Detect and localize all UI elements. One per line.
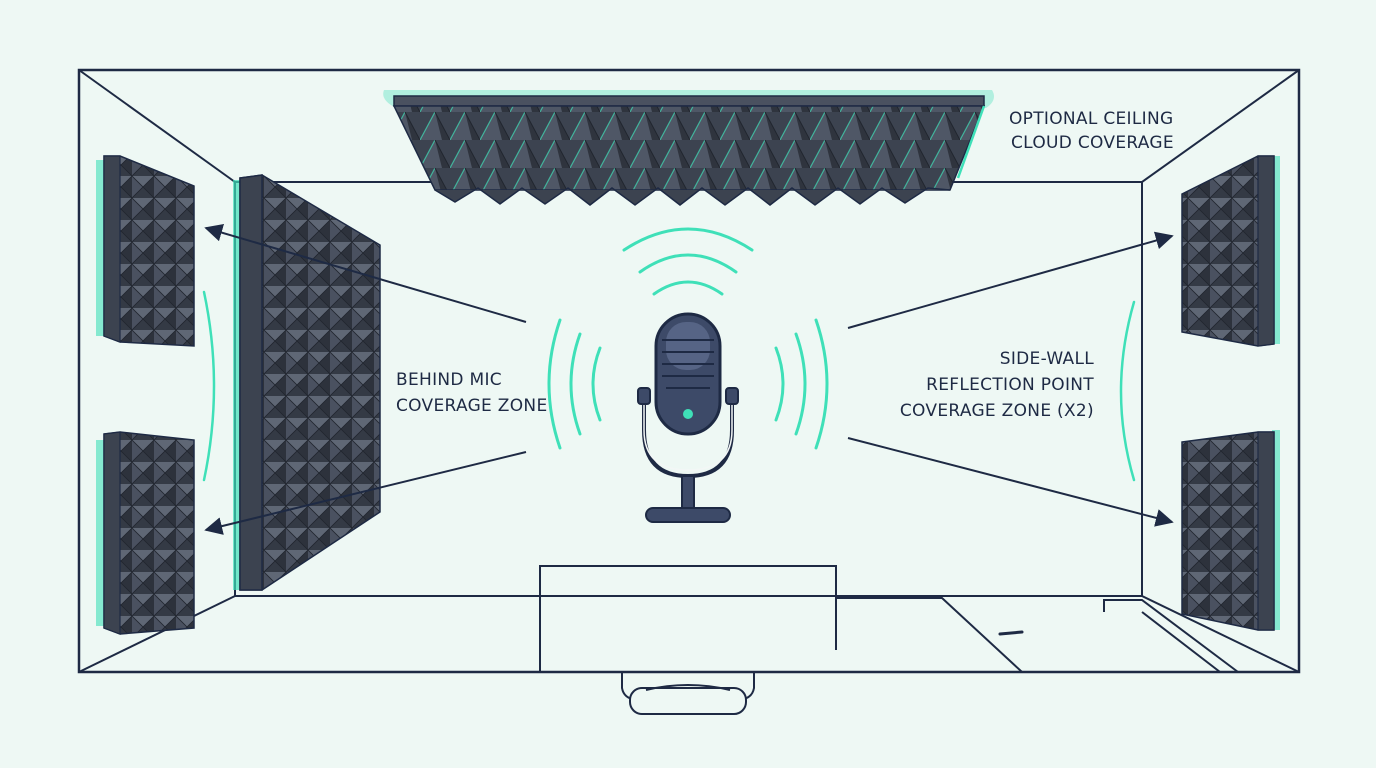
side-table-edge — [1141, 611, 1221, 673]
floor-edge-right — [1141, 595, 1300, 673]
desk-surface — [836, 597, 1023, 673]
behind-label-line1: BEHIND MIC — [396, 370, 502, 390]
right-side-foam-panel-bottom — [1181, 430, 1280, 631]
ceiling-cloud-panel — [383, 90, 994, 206]
ceiling-label-line1: OPTIONAL CEILING — [1009, 109, 1173, 129]
side-wall-label: SIDE-WALL REFLECTION POINT COVERAGE ZONE… — [900, 349, 1094, 421]
side-label-line3: COVERAGE ZONE (X2) — [900, 401, 1094, 421]
ceiling-edge-left — [78, 69, 236, 183]
ceiling-cloud-label: OPTIONAL CEILING CLOUD COVERAGE — [1009, 109, 1174, 153]
arrow-to-right-bottom-panel — [847, 437, 1174, 527]
arrow-to-left-top-panel — [204, 223, 527, 323]
arrow-to-left-bottom-panel — [204, 451, 527, 535]
behind-mic-foam-panel — [233, 174, 381, 591]
ceiling-label-line2: CLOUD COVERAGE — [1011, 133, 1174, 153]
side-table — [1103, 599, 1239, 673]
left-side-foam-panel-bottom — [96, 431, 195, 635]
behind-mic-label: BEHIND MIC COVERAGE ZONE — [396, 370, 547, 416]
side-label-line1: SIDE-WALL — [1000, 349, 1094, 369]
reflection-arrows — [204, 223, 1174, 535]
left-side-foam-panel-top — [96, 155, 195, 347]
sound-wave-icon — [547, 227, 829, 450]
wall-accent-arcs — [202, 290, 1136, 482]
room-front-frame — [77, 68, 1301, 674]
behind-label-line2: COVERAGE ZONE — [396, 396, 547, 416]
chair-icon — [621, 672, 755, 715]
ceiling-edge-right — [1141, 69, 1300, 183]
desk-handle — [998, 630, 1024, 636]
arrow-to-right-top-panel — [847, 231, 1174, 329]
side-label-line2: REFLECTION POINT — [926, 375, 1094, 395]
microphone-icon — [637, 312, 739, 523]
desk-monitor-outline — [539, 565, 837, 672]
floor-edge-left — [78, 595, 236, 673]
right-side-foam-panel-top — [1181, 155, 1280, 347]
desk — [539, 565, 1239, 673]
